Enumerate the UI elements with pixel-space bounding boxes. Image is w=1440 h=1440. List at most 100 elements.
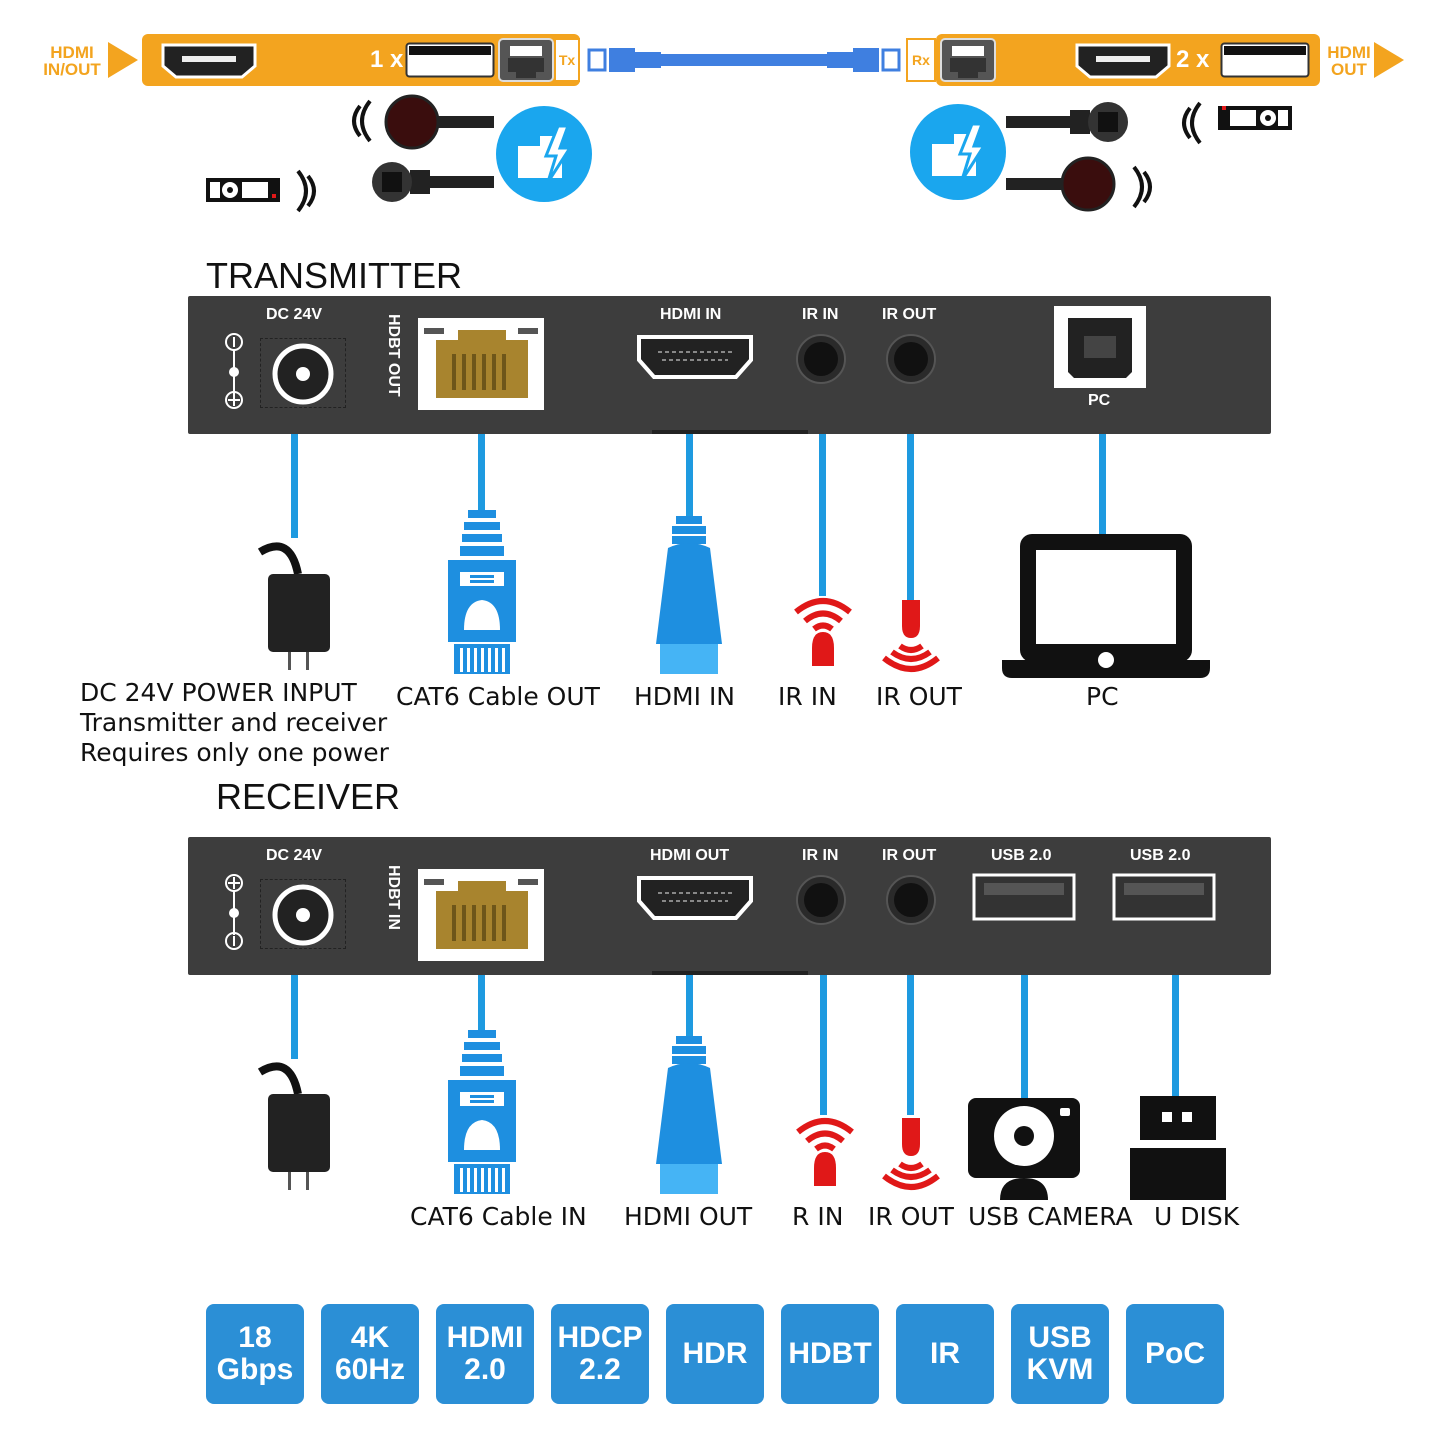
ir-signal-waves-icon [1182, 101, 1202, 145]
rj45-port-icon [498, 38, 554, 82]
cat6-plug-icon [448, 510, 516, 674]
transmitter-title: TRANSMITTER [206, 255, 462, 296]
ir-receiver-eye-icon [384, 94, 494, 150]
caption-ir-in: R IN [792, 1202, 844, 1231]
ir-out-jack[interactable] [886, 334, 936, 384]
ir-in-jack[interactable] [796, 334, 846, 384]
caption-line: DC 24V POWER INPUT [80, 678, 357, 707]
port-label-ir-in: IR IN [802, 306, 839, 323]
caption-power-input: DC 24V POWER INPUT Transmitter and recei… [80, 678, 389, 768]
hdmi-plug-icon [656, 1036, 722, 1194]
caption-line: Requires only one power [80, 738, 389, 767]
port-label-hdmi: HDMI IN [660, 306, 722, 323]
caption-hdmi-in: HDMI IN [634, 682, 736, 711]
ir-receiver-eye-icon [1006, 156, 1116, 212]
polarity-icon [225, 333, 243, 409]
wire-pc [1099, 434, 1106, 534]
caption-usb-camera: USB CAMERA [968, 1202, 1133, 1231]
hdbt-rj45-port[interactable] [418, 318, 544, 410]
badge-line: 18 [238, 1321, 272, 1354]
usb-port-icon [1220, 42, 1310, 78]
caption-hdmi-out: HDMI OUT [624, 1202, 753, 1231]
ir-signal-waves-icon [1132, 165, 1152, 209]
badge-line: USB [1028, 1321, 1092, 1354]
badge-line: HDR [682, 1337, 748, 1370]
caption-ir-in: IR IN [778, 682, 837, 711]
wire-power [291, 434, 298, 538]
badge-line: Gbps [216, 1353, 294, 1386]
arrow-right-icon [1374, 42, 1404, 78]
ir-out-jack[interactable] [886, 875, 936, 925]
label-line: IN/OUT [43, 60, 101, 79]
wire-hdmi [686, 434, 693, 518]
transmitter-panel: DC 24V HDBT OUT HDMI IN IR IN IR OUT PC [188, 296, 1271, 434]
rx-tag: Rx [906, 38, 936, 82]
port-label-ir-out: IR OUT [882, 847, 937, 864]
badge-line: 2.0 [464, 1353, 506, 1386]
cat6-link-cable-icon [587, 48, 901, 72]
tx-count: 1 x [370, 46, 404, 73]
badge-line: HDBT [788, 1337, 872, 1370]
poc-power-icon [910, 104, 1006, 200]
usb-a-port-1[interactable] [972, 873, 1076, 921]
dc-power-jack[interactable] [260, 879, 346, 949]
ir-emitter-red-icon [882, 1118, 940, 1190]
hdmi-out-label: HDMI OUT [1318, 44, 1380, 78]
label-line: OUT [1331, 60, 1367, 79]
ir-emitter-red-icon [882, 600, 940, 672]
badge-line: 2.2 [579, 1353, 621, 1386]
feature-badge-ir: IR [896, 1304, 994, 1404]
port-label-hdbt: HDBT IN [385, 865, 402, 930]
tx-tag: Tx [554, 38, 580, 82]
caption-udisk: U DISK [1154, 1202, 1240, 1231]
caption-pc: PC [1086, 682, 1119, 711]
caption-ir-out: IR OUT [868, 1202, 954, 1231]
usb-disk-icon [1130, 1096, 1226, 1200]
hdmi-out-port[interactable] [636, 875, 754, 921]
caption-line: Transmitter and receiver [80, 708, 388, 737]
label-line: HDMI [1327, 43, 1371, 62]
power-adapter-icon [257, 542, 330, 670]
arrow-right-icon [108, 42, 138, 78]
port-label-dc: DC 24V [266, 306, 323, 323]
port-label-ir-in: IR IN [802, 847, 839, 864]
caption-cat6-out: CAT6 Cable OUT [396, 682, 600, 711]
panel-edge [652, 971, 808, 975]
port-label-usb-1: USB 2.0 [991, 847, 1052, 864]
ir-blaster-icon [372, 162, 494, 202]
wire-power [291, 975, 298, 1059]
port-label-ir-out: IR OUT [882, 306, 937, 323]
ir-signal-waves-icon [296, 169, 316, 213]
receiver-title: RECEIVER [216, 776, 401, 817]
wire-cat6 [478, 434, 485, 514]
badge-line: IR [930, 1337, 960, 1370]
hdmi-in-port[interactable] [636, 334, 754, 380]
badge-line: 4K [350, 1321, 390, 1354]
polarity-icon [225, 874, 243, 950]
port-label-pc: PC [1088, 392, 1111, 409]
ir-receiver-red-icon [794, 598, 852, 666]
hdmi-port-icon [161, 43, 257, 79]
remote-control-icon [206, 178, 280, 202]
caption-cat6-in: CAT6 Cable IN [410, 1202, 587, 1231]
port-label-usb-2: USB 2.0 [1130, 847, 1191, 864]
feature-badge-hdbt: HDBT [781, 1304, 879, 1404]
ir-in-jack[interactable] [796, 875, 846, 925]
usb-camera-icon [968, 1098, 1080, 1200]
usb-a-port-2[interactable] [1112, 873, 1216, 921]
hdmi-in-out-label: HDMI IN/OUT [30, 44, 114, 78]
hdbt-rj45-port[interactable] [418, 869, 544, 961]
port-label-hdbt: HDBT OUT [385, 314, 402, 397]
panel-edge [652, 430, 808, 434]
rj45-port-icon [940, 38, 996, 82]
usb-b-pc-port[interactable] [1054, 306, 1146, 388]
port-label-hdmi: HDMI OUT [650, 847, 730, 864]
wire-hdmi [686, 975, 693, 1039]
dc-power-jack[interactable] [260, 338, 346, 408]
wire-ir-in [820, 975, 827, 1115]
